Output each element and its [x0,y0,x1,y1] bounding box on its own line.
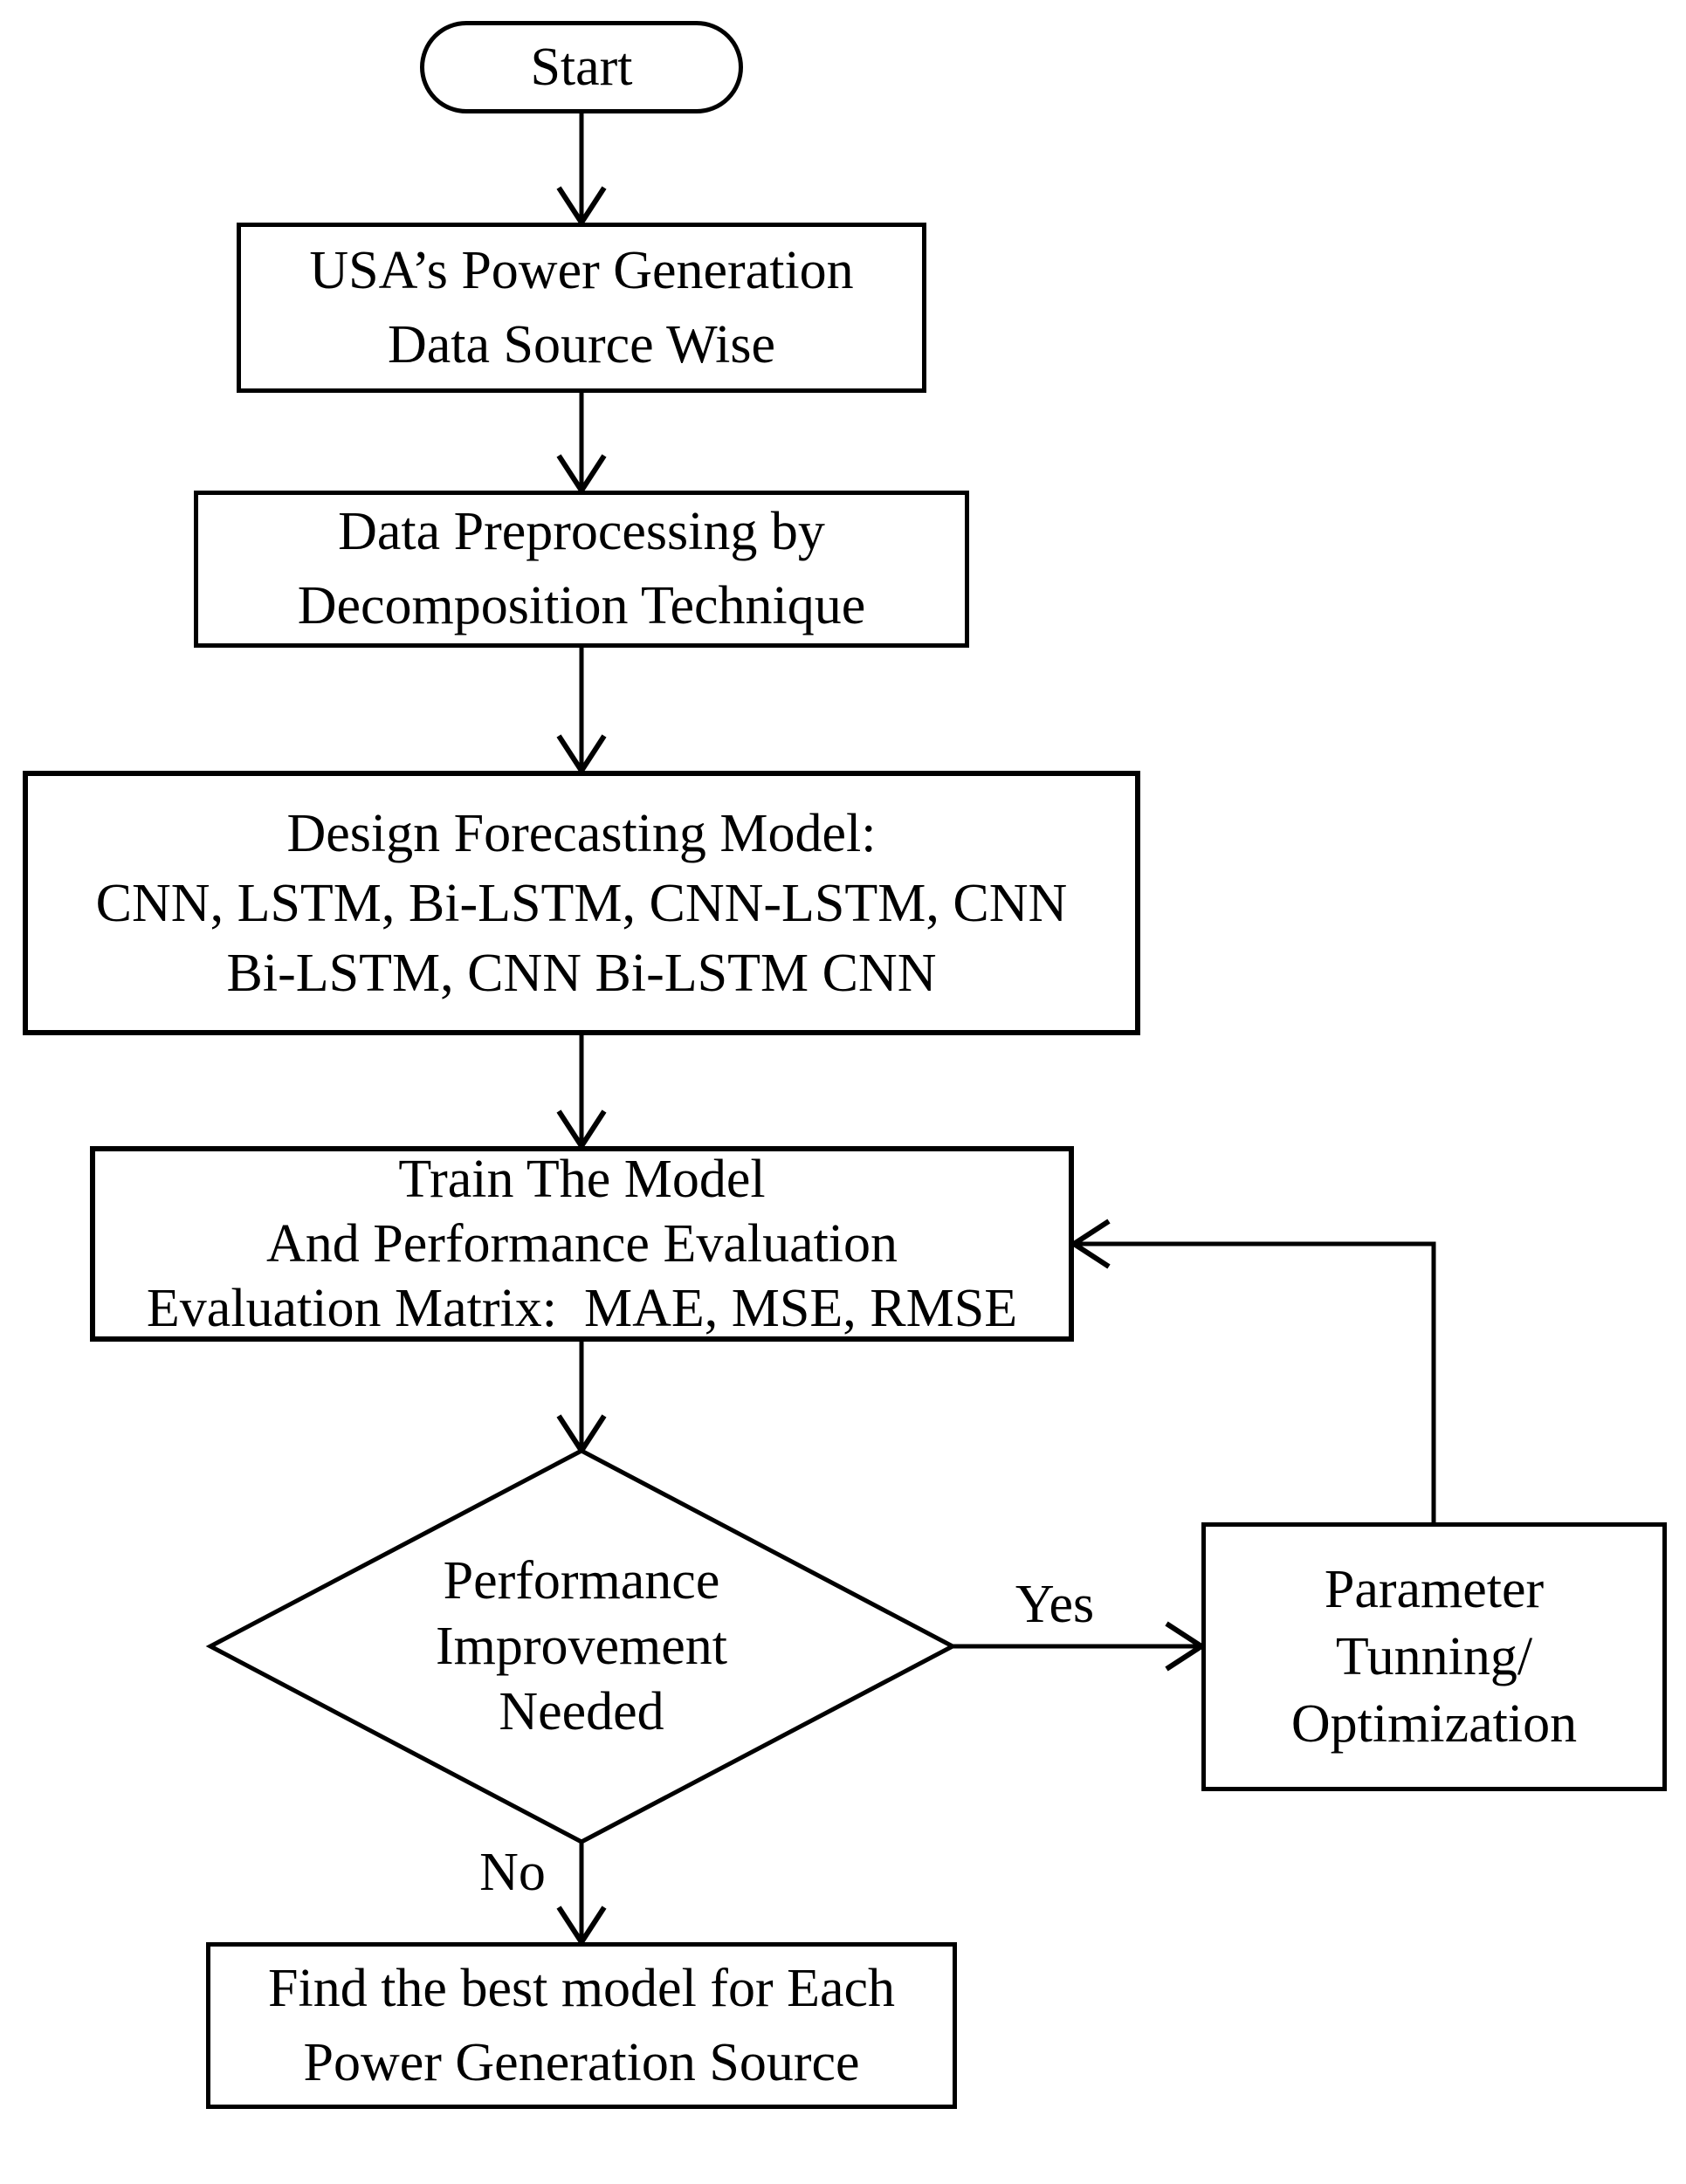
edge-label-no: No [479,1843,546,1902]
text-line: Needed [499,1681,664,1741]
node-usa-power-generation-data: USA’s Power Generation Data Source Wise [237,223,926,393]
node-design-forecasting-model: Design Forecasting Model: CNN, LSTM, Bi-… [23,771,1140,1035]
node-find-best-model: Find the best model for Each Power Gener… [206,1942,957,2109]
text-line: Data Source Wise [388,314,775,374]
node-data-preprocessing: Data Preprocessing by Decomposition Tech… [194,491,969,648]
text-line: And Performance Evaluation [265,1214,898,1274]
text-line: Evaluation Matrix: MAE, MSE, RMSE [146,1279,1018,1338]
text-line: Power Generation Source [303,2032,860,2092]
node-parameter-tuning-optimization: Parameter Tunning/ Optimization [1201,1522,1667,1791]
text-line: Tunning/ [1335,1626,1533,1686]
text-line: Improvement [435,1616,727,1676]
text-line: USA’s Power Generation [309,240,854,300]
text-line: CNN, LSTM, Bi-LSTM, CNN-LSTM, CNN [95,873,1068,933]
node-decision-performance-improvement: Performance Improvement Needed [276,1545,887,1748]
text-line: Design Forecasting Model: [286,803,877,863]
text-line: Start [530,37,633,97]
text-line: Performance [443,1550,720,1611]
decision-diamond-shape [205,1448,958,1844]
text-line: Find the best model for Each [268,1958,895,2018]
text-line: Decomposition Technique [297,576,866,635]
node-start: Start [420,21,743,113]
edge-label-yes: Yes [1015,1575,1095,1634]
node-train-model-evaluation: Train The Model And Performance Evaluati… [90,1146,1074,1342]
text-line: Parameter [1324,1559,1545,1619]
text-line: Bi-LSTM, CNN Bi-LSTM CNN [226,943,937,1003]
text-line: Data Preprocessing by [338,502,825,561]
edge-parameter-tuning-feedback-to-train-model [1069,1219,1436,1522]
text-line: Optimization [1290,1693,1578,1754]
text-line: Train The Model [398,1150,766,1209]
